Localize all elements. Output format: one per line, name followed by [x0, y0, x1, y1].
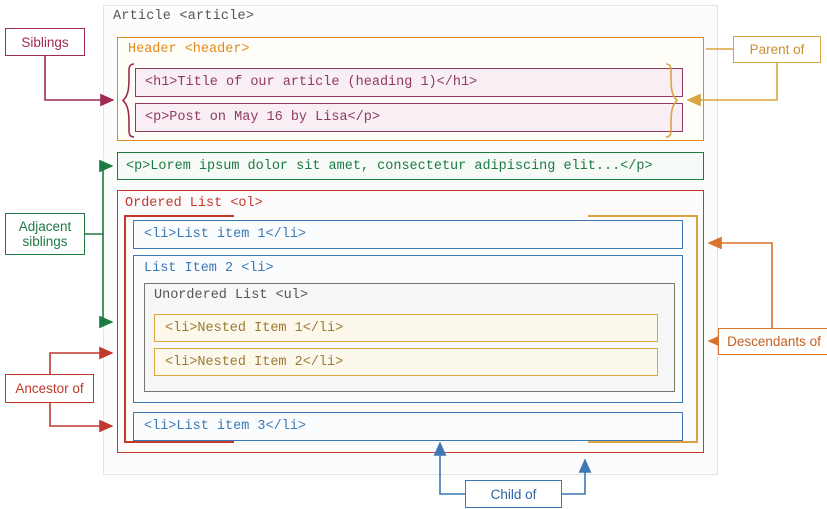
unordered-list-label: Unordered List <ul>: [154, 288, 308, 303]
list-item-3: <li>List item 3</li>: [133, 412, 683, 441]
nested-item-1-text: <li>Nested Item 1</li>: [165, 321, 344, 336]
list-item-1: <li>List item 1</li>: [133, 220, 683, 249]
right-curly-brace-icon: [665, 63, 679, 138]
list-item-1-text: <li>List item 1</li>: [144, 227, 307, 242]
header-item-h1-text: <h1>Title of our article (heading 1)</h1…: [145, 75, 478, 90]
callout-descendants-of[interactable]: Descendants of: [718, 328, 827, 355]
descendants-scope-bracket: [588, 215, 698, 443]
header-item-p-text: <p>Post on May 16 by Lisa</p>: [145, 110, 380, 125]
header-label: Header <header>: [128, 42, 250, 57]
article-label: Article <article>: [113, 9, 255, 24]
ordered-list-label: Ordered List <ol>: [125, 196, 263, 211]
nested-item-2-text: <li>Nested Item 2</li>: [165, 355, 344, 370]
nested-item-2: <li>Nested Item 2</li>: [154, 348, 658, 376]
callout-adjacent-siblings-line2: siblings: [22, 234, 68, 249]
list-item-3-text: <li>List item 3</li>: [144, 419, 307, 434]
callout-siblings[interactable]: Siblings: [5, 28, 85, 56]
left-curly-brace-icon: [121, 63, 135, 138]
ancestor-scope-bracket: [124, 215, 234, 443]
nested-item-1: <li>Nested Item 1</li>: [154, 314, 658, 342]
callout-adjacent-siblings[interactable]: Adjacent siblings: [5, 213, 85, 255]
header-item-h1: <h1>Title of our article (heading 1)</h1…: [135, 68, 683, 97]
paragraph-lorem: <p>Lorem ipsum dolor sit amet, consectet…: [117, 152, 704, 180]
callout-parent-of[interactable]: Parent of: [733, 36, 821, 63]
header-item-p: <p>Post on May 16 by Lisa</p>: [135, 103, 683, 132]
callout-adjacent-siblings-line1: Adjacent: [18, 219, 72, 234]
paragraph-lorem-text: <p>Lorem ipsum dolor sit amet, consectet…: [126, 159, 653, 174]
callout-child-of[interactable]: Child of: [465, 480, 562, 508]
callout-ancestor-of[interactable]: Ancestor of: [5, 374, 94, 403]
list-item-2-label: List Item 2 <li>: [144, 261, 274, 276]
